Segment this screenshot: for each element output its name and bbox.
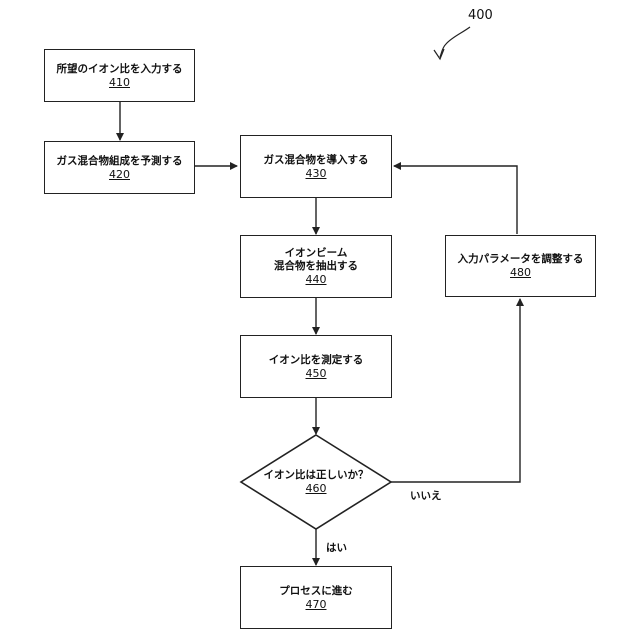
edge-480-430 xyxy=(394,166,517,234)
decision-460-ref: 460 xyxy=(306,482,327,495)
step-470-label: プロセスに進む xyxy=(279,585,353,598)
step-480-label: 入力パラメータを調整する xyxy=(458,253,584,266)
step-440-box: イオンビーム 混合物を抽出する 440 xyxy=(240,235,392,298)
edge-460-480 xyxy=(391,299,520,482)
step-430-box: ガス混合物を導入する 430 xyxy=(240,135,392,198)
step-420-ref: 420 xyxy=(109,168,130,181)
step-450-box: イオン比を測定する 450 xyxy=(240,335,392,398)
step-440-ref: 440 xyxy=(306,273,327,286)
step-450-ref: 450 xyxy=(306,367,327,380)
step-420-label: ガス混合物組成を予測する xyxy=(57,155,183,168)
step-480-box: 入力パラメータを調整する 480 xyxy=(445,235,596,297)
figure-ref-leader xyxy=(440,27,470,57)
decision-460-text: イオン比は正しいか？ 460 xyxy=(241,462,391,502)
edge-label-yes: はい xyxy=(326,540,347,555)
step-440-label-line1: イオンビーム xyxy=(285,247,348,260)
step-420-box: ガス混合物組成を予測する 420 xyxy=(44,141,195,194)
edge-label-no: いいえ xyxy=(410,488,442,503)
step-470-box: プロセスに進む 470 xyxy=(240,566,392,629)
step-410-ref: 410 xyxy=(109,76,130,89)
step-430-ref: 430 xyxy=(306,167,327,180)
decision-460-label: イオン比は正しいか？ xyxy=(264,469,369,482)
step-450-label: イオン比を測定する xyxy=(269,354,364,367)
step-440-label-line2: 混合物を抽出する xyxy=(274,260,358,273)
step-410-label: 所望のイオン比を入力する xyxy=(57,63,183,76)
step-430-label: ガス混合物を導入する xyxy=(264,154,369,167)
step-410-box: 所望のイオン比を入力する 410 xyxy=(44,49,195,102)
figure-number: 400 xyxy=(468,8,493,23)
step-480-ref: 480 xyxy=(510,266,531,279)
step-470-ref: 470 xyxy=(306,598,327,611)
